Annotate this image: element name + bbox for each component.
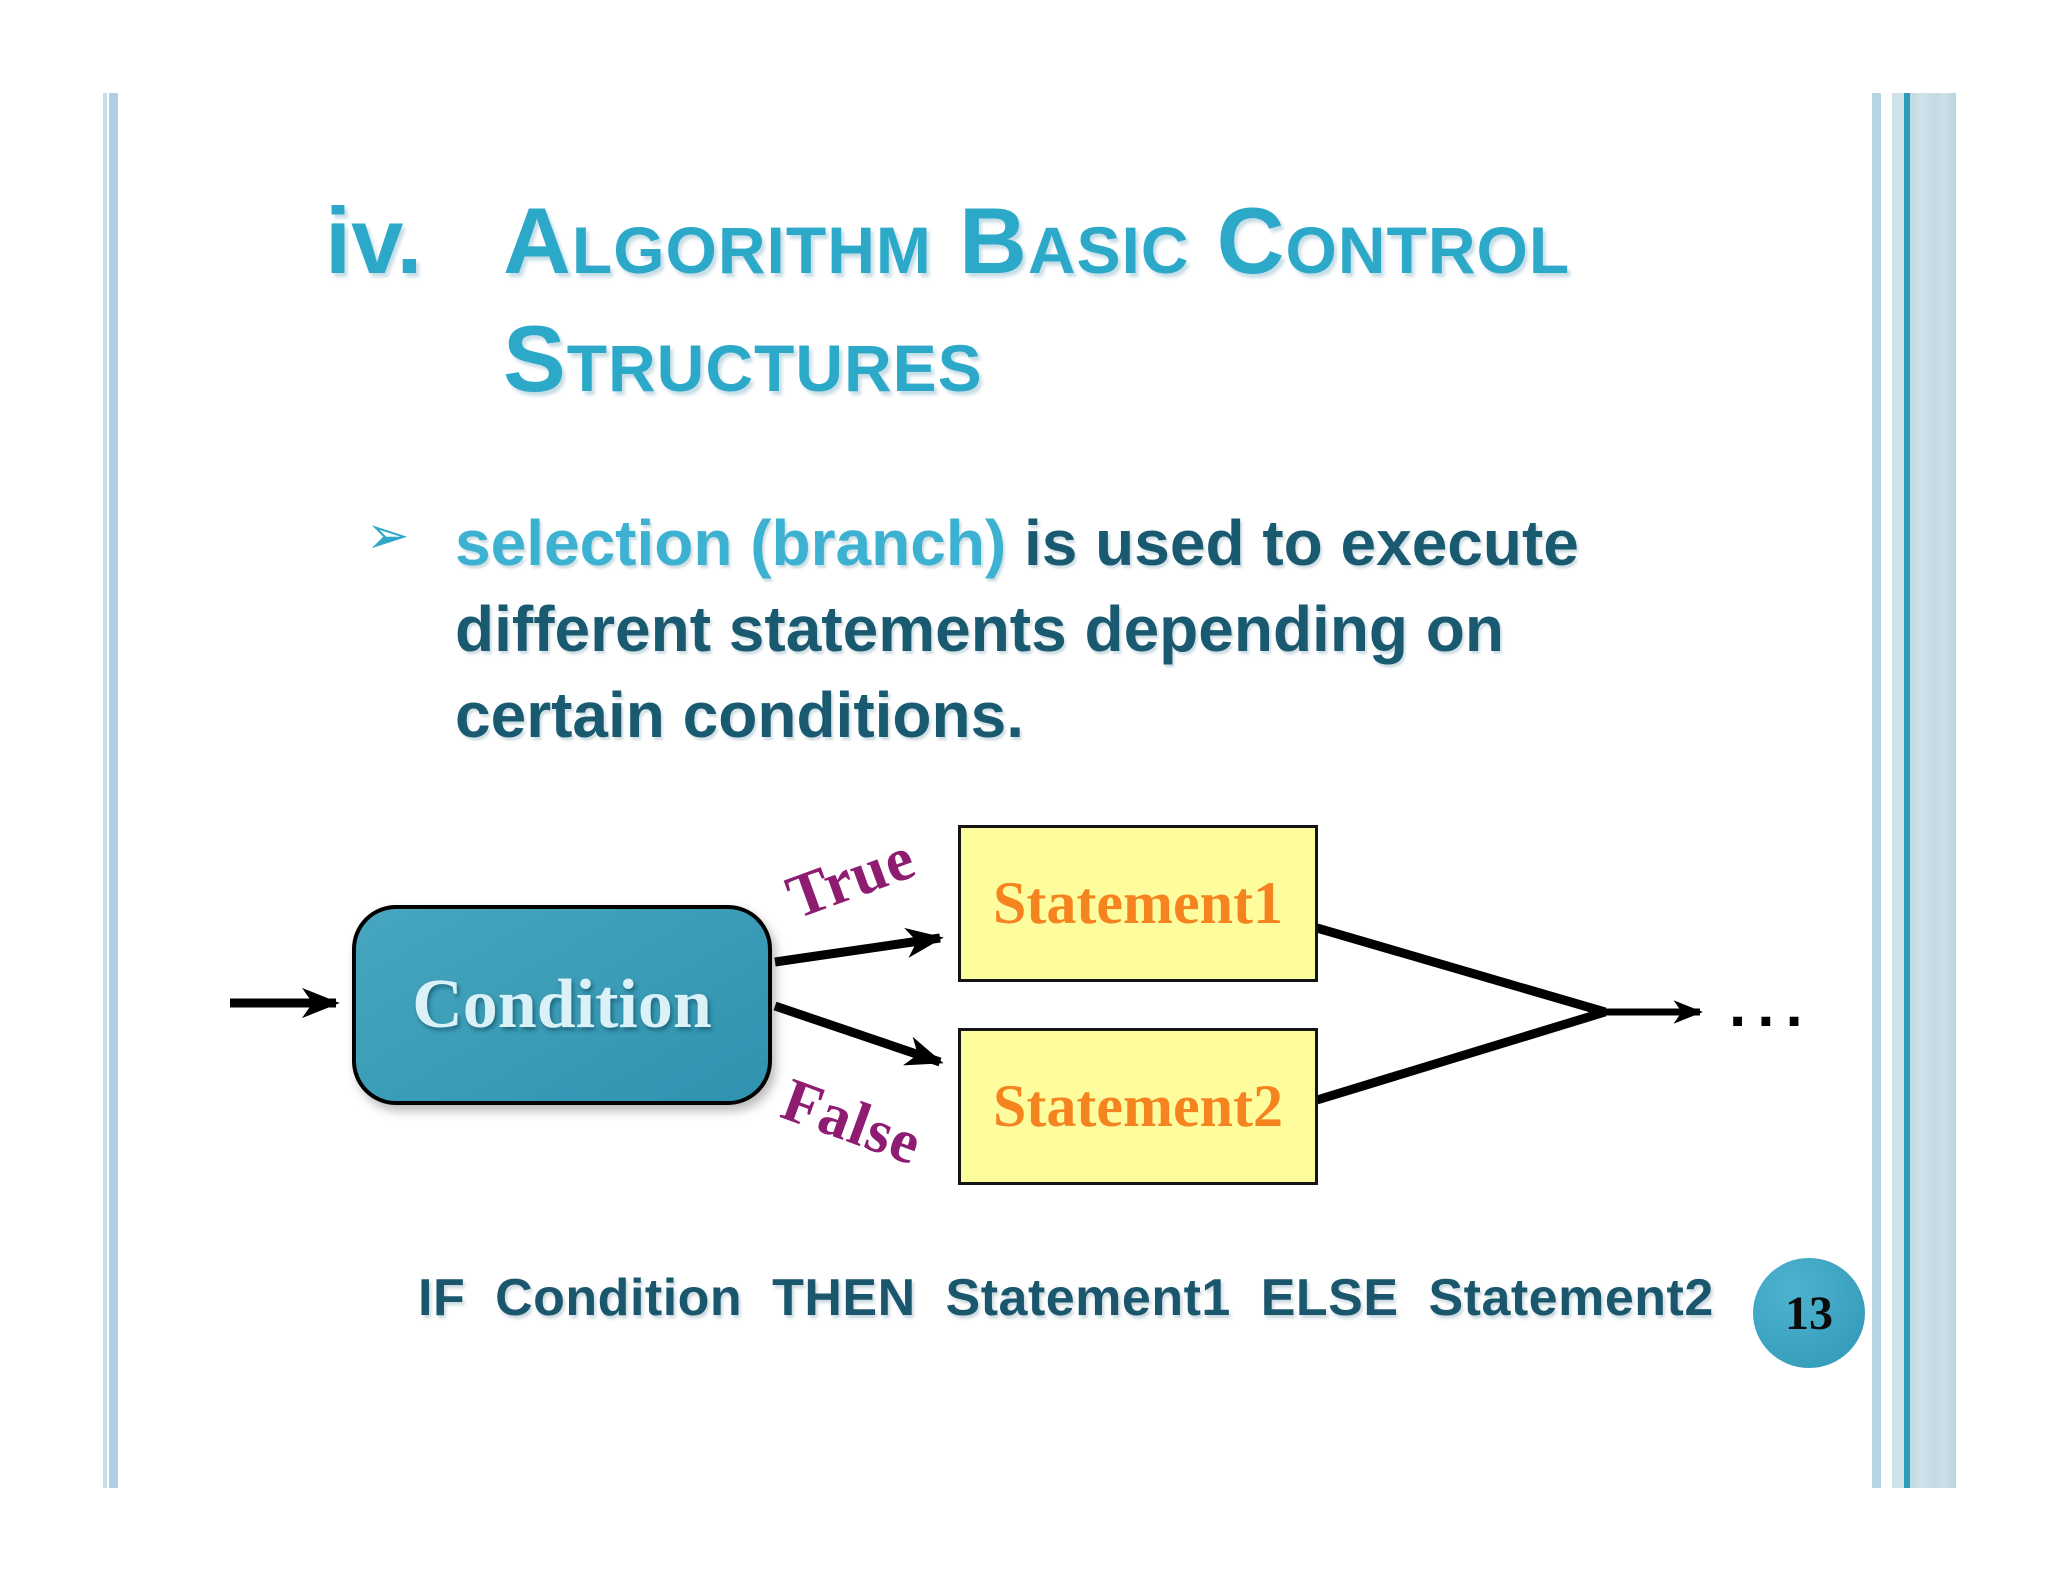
statement1-label: Statement1 [993, 870, 1283, 936]
left-border-line-thick [109, 93, 118, 1488]
flowchart-ellipsis: ... [1729, 971, 1814, 1040]
bullet-arrow-icon: ➢ [366, 506, 410, 566]
bullet-line-3: certain conditions. [455, 679, 1024, 751]
pseudocode-line: IF Condition THEN Statement1 ELSE Statem… [418, 1269, 1714, 1327]
merge-line-top [1315, 923, 1607, 1017]
bullet-line-2: different statements depending on [455, 593, 1504, 665]
bullet-paragraph: selection (branch) is used to execute di… [455, 500, 1795, 758]
page-number-badge: 13 [1753, 1258, 1865, 1368]
left-border-line-thin [103, 93, 107, 1488]
flowchart-statement1-box: Statement1 [958, 825, 1318, 982]
title-line-2: Structures [503, 306, 983, 411]
bullet-line-1-rest: is used to execute [1006, 507, 1579, 579]
title-numeral: iv. [325, 188, 423, 293]
title-line-1: Algorithm Basic Control [503, 188, 1571, 293]
title-text: Algorithm Basic Control Structures [503, 182, 1570, 418]
true-arrow [774, 927, 944, 967]
right-border-band [1892, 93, 1956, 1488]
page-number: 13 [1785, 1286, 1833, 1340]
slide-title: iv. Algorithm Basic Control Structures [325, 182, 1570, 418]
bullet-line-1: selection (branch) is used to execute [455, 500, 1795, 586]
condition-label: Condition [412, 966, 712, 1043]
bullet-highlight: selection (branch) [455, 507, 1007, 579]
merge-line-bottom [1315, 1007, 1607, 1105]
right-border-line-thin [1872, 93, 1881, 1488]
false-arrow [773, 1001, 944, 1067]
flowchart-statement2-box: Statement2 [958, 1028, 1318, 1185]
statement2-label: Statement2 [993, 1073, 1283, 1139]
flowchart-condition-box: Condition [352, 905, 772, 1105]
